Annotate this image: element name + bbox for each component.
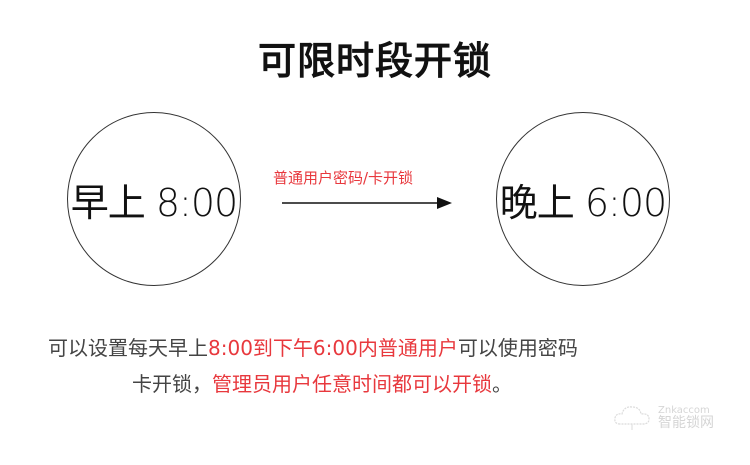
desc-highlight: 8:00到下午6:00内普通用户 [208,336,458,360]
start-time-label: 早上 8:00 [70,180,238,225]
end-time-circle: 晚上 6:00 [496,112,670,286]
watermark: Znkaccom 智能锁网 [612,402,714,432]
desc-highlight: 管理员用户任意时间都可以开锁 [212,372,492,396]
desc-text: 可以设置每天早上 [48,336,208,360]
end-time-label: 晚上 6:00 [499,180,667,225]
desc-text: 。 [492,372,512,396]
desc-text: 可以使用密码 [457,336,578,360]
desc-text: 卡开锁， [132,372,212,396]
description-line-1: 可以设置每天早上8:00到下午6:00内普通用户可以使用密码 [48,332,750,361]
description-line-2: 卡开锁，管理员用户任意时间都可以开锁。 [132,368,750,397]
watermark-top: Znkaccom [658,405,710,416]
page-title: 可限时段开锁 [257,39,492,83]
arrow-right-icon [282,197,452,209]
start-time-circle: 早上 8:00 [67,112,241,286]
cloud-icon [614,406,650,430]
watermark-bottom: 智能锁网 [658,415,714,431]
arrow-label: 普通用户密码/卡开锁 [273,169,414,187]
